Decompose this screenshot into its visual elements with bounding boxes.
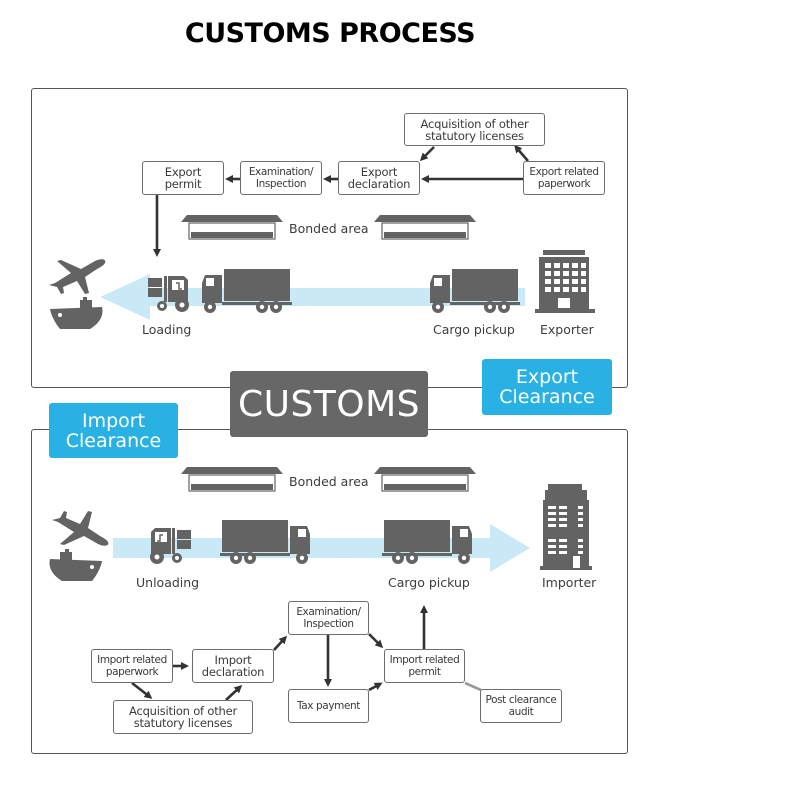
importer-label: Importer [542,575,597,590]
export-bonded-area-label: Bonded area [289,221,369,236]
export-examination-box: Examination/Inspection [240,161,322,195]
customs-label: CUSTOMS [230,371,428,437]
tax-payment-box: Tax payment [288,689,369,723]
exporter-label: Exporter [540,322,594,337]
import-bonded-area-label: Bonded area [289,474,369,489]
page-title: CUSTOMS PROCESS [184,18,476,49]
import-cargo-pickup-label: Cargo pickup [388,575,470,590]
import-examination-box: Examination/Inspection [288,601,369,635]
export-cargo-pickup-label: Cargo pickup [433,322,515,337]
loading-label: Loading [142,322,192,337]
unloading-label: Unloading [136,575,200,590]
